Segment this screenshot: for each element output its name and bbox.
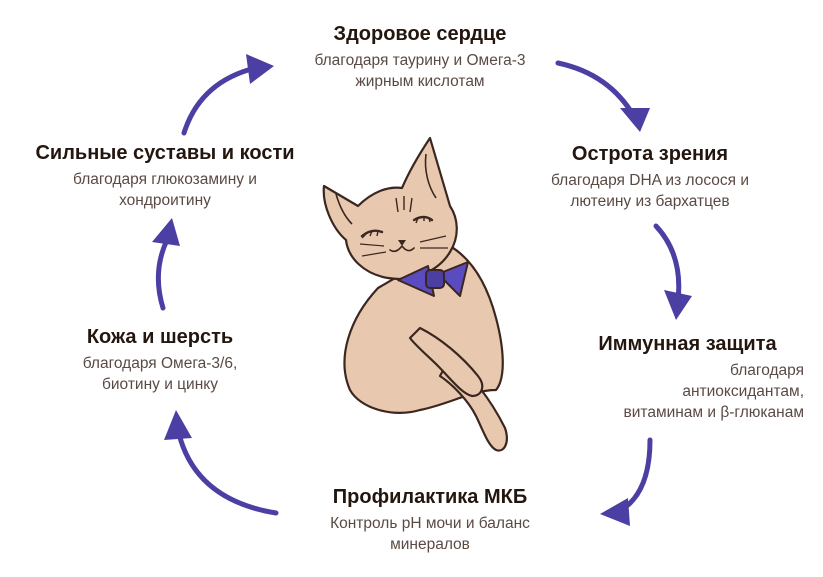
arrow-urinary-to-skin <box>176 431 279 516</box>
benefit-subtitle: Контроль pH мочи и баланс минералов <box>330 515 530 553</box>
arrowhead-skin <box>164 410 192 440</box>
cat-paw <box>408 326 484 398</box>
arrowhead-joints <box>152 218 180 246</box>
arrowhead-immune <box>664 290 692 320</box>
benefit-urinary: Профилактика МКБ Контроль pH мочи и бала… <box>280 485 580 555</box>
bow-tie <box>397 261 469 297</box>
benefit-title: Здоровое сердце <box>333 23 507 45</box>
arrow-joints-to-heart <box>181 65 258 136</box>
benefit-title: Профилактика МКБ <box>332 486 528 508</box>
benefit-title: Сильные суставы и кости <box>35 142 295 164</box>
benefit-vision: Острота зрения благодаря DHA из лосося и… <box>520 142 780 212</box>
cat-head <box>322 136 458 280</box>
benefit-subtitle: благодаря глюкозамину и хондроитину <box>73 171 257 209</box>
cat-mouth <box>389 245 415 253</box>
benefit-title: Кожа и шерсть <box>86 326 234 348</box>
benefit-title: Острота зрения <box>571 143 729 165</box>
cat-ear-right-inner <box>424 153 437 199</box>
benefit-subtitle: благодаря DHA из лосося и лютеину из бар… <box>551 172 749 210</box>
benefit-joints: Сильные суставы и кости благодаря глюкоз… <box>20 141 310 211</box>
benefit-skin: Кожа и шерсть благодаря Омега-3/6, биоти… <box>55 325 265 395</box>
benefit-subtitle: благодаря Омега-3/6, биотину и цинку <box>82 355 238 393</box>
benefit-subtitle: благодаря таурину и Омега-3 жирным кисло… <box>314 52 526 90</box>
arrowhead-vision <box>620 108 650 132</box>
benefit-title: Иммунная защита <box>598 333 777 355</box>
arrowhead-heart <box>246 54 274 84</box>
benefit-subtitle: благодаря антиоксидантам, витаминам и β-… <box>623 362 805 421</box>
arrow-vision-to-immune <box>653 223 682 303</box>
cat-nose <box>398 240 406 246</box>
cat-ear-left-inner <box>335 193 353 225</box>
benefit-heart: Здоровое сердце благодаря таурину и Омег… <box>280 22 560 92</box>
arrowhead-urinary <box>600 498 630 526</box>
benefit-immune: Иммунная защита благодаря антиоксидантам… <box>565 332 810 423</box>
cat-illustration <box>322 136 508 452</box>
arrow-skin-to-joints <box>155 237 170 311</box>
